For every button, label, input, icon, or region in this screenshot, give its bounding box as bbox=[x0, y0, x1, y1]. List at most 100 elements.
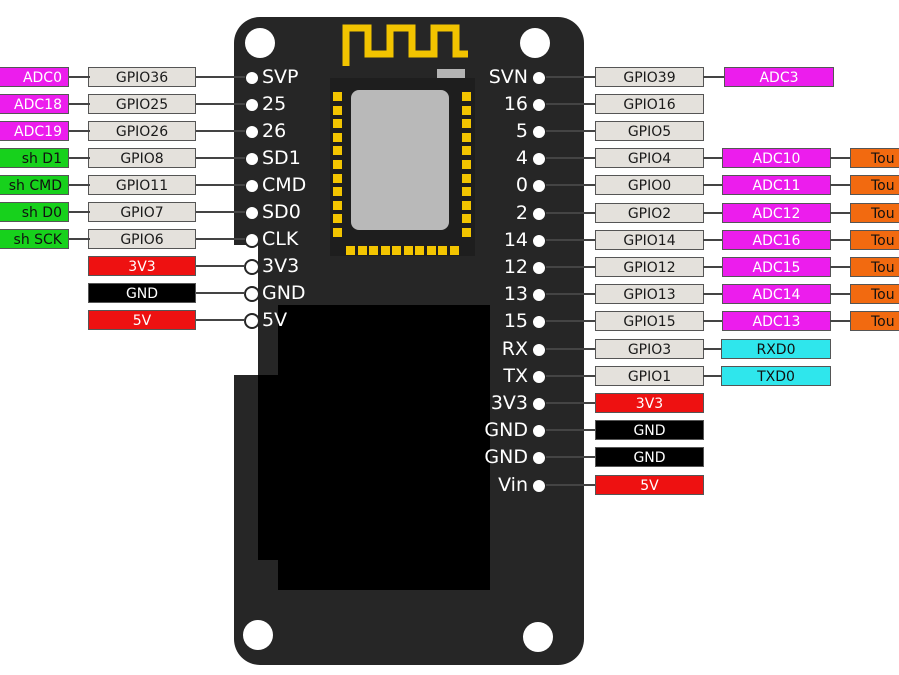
gpio-tag: GPIO7 bbox=[88, 201, 196, 222]
wire bbox=[195, 237, 245, 240]
wire bbox=[703, 374, 722, 377]
pin-label: GND bbox=[484, 446, 528, 469]
touch-tag: Tou bbox=[850, 202, 899, 223]
module-pad bbox=[462, 105, 471, 115]
wire bbox=[546, 483, 596, 486]
gpio-tag: GPIO14 bbox=[595, 229, 704, 250]
module-pad bbox=[462, 119, 471, 129]
wire bbox=[830, 184, 850, 187]
pin-label: 26 bbox=[262, 119, 287, 142]
gpio-tag: GPIO2 bbox=[595, 202, 704, 223]
touch-tag: Tou bbox=[850, 311, 899, 332]
pcb-antenna-icon bbox=[342, 24, 468, 66]
gpio-tag: GPIO36 bbox=[88, 66, 196, 87]
ground-tag: GND bbox=[595, 420, 704, 441]
uart-tag: TXD0 bbox=[721, 365, 831, 386]
pin-dot bbox=[244, 204, 260, 221]
wire bbox=[196, 318, 245, 321]
flash-tag: sh SCK bbox=[0, 228, 69, 249]
pin-dot bbox=[531, 423, 547, 440]
pin-label: 5 bbox=[515, 119, 528, 142]
gpio-tag: GPIO26 bbox=[88, 120, 196, 141]
wire bbox=[195, 75, 245, 78]
power-tag: 3V3 bbox=[88, 255, 196, 276]
adc-tag: ADC15 bbox=[722, 256, 831, 277]
module-pad bbox=[333, 228, 342, 237]
pin-dot bbox=[244, 285, 260, 302]
gpio-tag: GPIO0 bbox=[595, 175, 704, 196]
wire bbox=[703, 211, 722, 214]
adc-tag: ADC0 bbox=[0, 66, 69, 87]
wire bbox=[703, 293, 722, 296]
wire bbox=[68, 183, 90, 186]
adc-tag: ADC11 bbox=[722, 175, 831, 196]
touch-tag: Tou bbox=[850, 229, 899, 250]
wire bbox=[195, 156, 245, 159]
wire bbox=[196, 291, 245, 294]
module-pad bbox=[426, 246, 436, 255]
mounting-hole-top-left bbox=[245, 28, 275, 58]
pin-dot bbox=[244, 96, 260, 113]
wire bbox=[546, 429, 596, 432]
rf-shield bbox=[351, 90, 449, 230]
module-pad bbox=[357, 246, 367, 255]
pin-dot bbox=[244, 123, 260, 140]
touch-tag: Tou bbox=[850, 256, 899, 277]
flash-tag: sh D1 bbox=[0, 147, 69, 168]
pin-label: 3V3 bbox=[262, 254, 300, 277]
pin-dot bbox=[531, 232, 547, 249]
pin-label: 0 bbox=[515, 174, 528, 197]
module-pad bbox=[392, 246, 401, 255]
adc-tag: ADC18 bbox=[0, 93, 69, 114]
pin-label: GND bbox=[262, 281, 306, 304]
touch-tag: Tou bbox=[850, 148, 899, 169]
gpio-tag: GPIO6 bbox=[88, 228, 196, 249]
flash-tag: sh D0 bbox=[0, 201, 69, 222]
pin-label: 13 bbox=[503, 283, 528, 306]
touch-tag: Tou bbox=[850, 284, 899, 305]
pin-label: 14 bbox=[503, 228, 528, 251]
wire bbox=[546, 320, 596, 323]
pin-label: 16 bbox=[503, 92, 528, 115]
pin-label: Vin bbox=[498, 473, 528, 496]
wire bbox=[68, 156, 90, 159]
pin-dot bbox=[531, 341, 547, 358]
pin-dot bbox=[244, 258, 260, 275]
adc-tag: ADC13 bbox=[722, 311, 831, 332]
module-pad bbox=[415, 246, 424, 255]
module-pad bbox=[333, 187, 342, 197]
ground-tag: GND bbox=[595, 447, 704, 468]
wire bbox=[68, 129, 90, 132]
wire bbox=[546, 456, 596, 459]
wire bbox=[546, 75, 596, 78]
module-pad bbox=[462, 132, 471, 142]
wire bbox=[68, 102, 90, 105]
wire bbox=[546, 347, 596, 350]
adc-tag: ADC14 bbox=[722, 284, 831, 305]
module-pad bbox=[333, 160, 342, 169]
gpio-tag: GPIO13 bbox=[595, 284, 704, 305]
pin-dot bbox=[531, 287, 547, 304]
pin-dot bbox=[531, 314, 547, 331]
wire bbox=[196, 264, 245, 267]
gpio-tag: GPIO8 bbox=[88, 147, 196, 168]
mounting-hole-top-right bbox=[520, 28, 550, 58]
flash-tag: sh CMD bbox=[0, 174, 69, 195]
mounting-hole-bottom-left bbox=[243, 620, 273, 650]
wire bbox=[830, 157, 850, 160]
wire bbox=[546, 238, 596, 241]
mounting-hole-bottom-right bbox=[523, 622, 553, 652]
adc-tag: ADC3 bbox=[724, 66, 834, 87]
pin-dot bbox=[244, 69, 260, 86]
module-pad bbox=[462, 228, 471, 237]
module-pad bbox=[462, 173, 471, 183]
wire bbox=[703, 75, 724, 78]
wire bbox=[546, 374, 596, 377]
module-pad bbox=[369, 246, 378, 255]
wire bbox=[703, 347, 722, 350]
pin-dot bbox=[531, 395, 547, 412]
module-pad bbox=[333, 132, 342, 142]
pin-dot bbox=[531, 205, 547, 222]
power-tag: 3V3 bbox=[595, 392, 704, 413]
